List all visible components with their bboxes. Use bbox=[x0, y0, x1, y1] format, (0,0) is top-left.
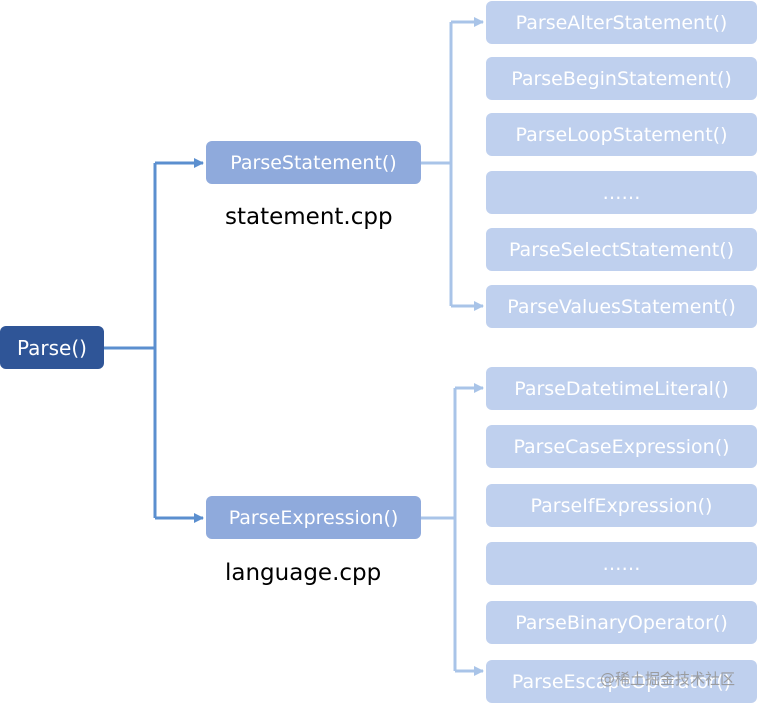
branch-node-label: ParseStatement() bbox=[230, 151, 397, 174]
leaf-node: ParseBeginStatement() bbox=[486, 57, 757, 100]
branch-node-parse-statement: ParseStatement() bbox=[206, 141, 421, 184]
leaf-node: ParseEscapeOperator() bbox=[486, 660, 757, 703]
expression-children-connector bbox=[421, 383, 484, 676]
leaf-node-label: ParseBinaryOperator() bbox=[515, 611, 728, 634]
leaf-node-label: ParseValuesStatement() bbox=[507, 295, 736, 318]
branch-node-parse-expression: ParseExpression() bbox=[206, 496, 421, 539]
leaf-node: ParseCaseExpression() bbox=[486, 425, 757, 468]
watermark: @稀土掘金技术社区 bbox=[600, 670, 736, 688]
leaf-node-label: ParseAlterStatement() bbox=[515, 11, 728, 34]
leaf-node-label: …… bbox=[602, 181, 641, 204]
file-label-statement-cpp: statement.cpp bbox=[225, 204, 393, 230]
root-node-label: Parse() bbox=[17, 335, 87, 360]
file-label-language-cpp: language.cpp bbox=[225, 560, 382, 586]
leaf-node-label: ParseLoopStatement() bbox=[515, 123, 728, 146]
leaf-node-label: ParseBeginStatement() bbox=[511, 67, 732, 90]
leaf-node-label: …… bbox=[602, 552, 641, 575]
leaf-node: ParseIfExpression() bbox=[486, 484, 757, 527]
leaf-node-label: ParseEscapeOperator() bbox=[511, 670, 732, 693]
statement-children-connector bbox=[421, 17, 484, 311]
branch-node-label: ParseExpression() bbox=[228, 506, 399, 529]
leaf-node-label: ParseCaseExpression() bbox=[513, 435, 730, 458]
leaf-node: ParseAlterStatement() bbox=[486, 1, 757, 44]
leaf-node-ellipsis: …… bbox=[486, 171, 757, 214]
leaf-node: ParseSelectStatement() bbox=[486, 228, 757, 271]
leaf-node: ParseBinaryOperator() bbox=[486, 601, 757, 644]
leaf-node-label: ParseSelectStatement() bbox=[508, 238, 735, 261]
leaf-node-label: ParseDatetimeLiteral() bbox=[514, 377, 729, 400]
root-node-parse: Parse() bbox=[0, 326, 104, 369]
leaf-node: ParseDatetimeLiteral() bbox=[486, 367, 757, 410]
leaf-node: ParseValuesStatement() bbox=[486, 285, 757, 328]
leaf-node: ParseLoopStatement() bbox=[486, 113, 757, 156]
leaf-node-label: ParseIfExpression() bbox=[530, 494, 713, 517]
root-connector bbox=[104, 158, 204, 523]
leaf-node-ellipsis: …… bbox=[486, 542, 757, 585]
